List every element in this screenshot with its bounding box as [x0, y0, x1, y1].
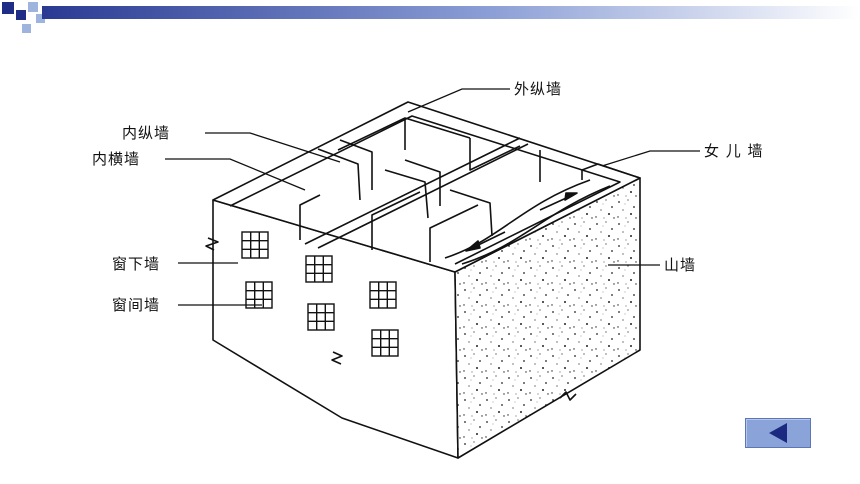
- leader-inner-transverse: [165, 158, 306, 191]
- window: [305, 255, 333, 283]
- roof-slope-line: [461, 185, 611, 265]
- slope-arrow-head: [564, 192, 578, 201]
- back-button[interactable]: [745, 418, 811, 448]
- header-square: [36, 14, 45, 23]
- break-mark: [559, 391, 577, 401]
- label-outer-longitudinal-wall: 外纵墙: [514, 80, 563, 98]
- header-decoration: [2, 2, 860, 33]
- label-inner-transverse-wall: 内横墙: [92, 150, 141, 168]
- inner-longitudinal-wall: [304, 137, 521, 245]
- header-gradient-bar: [42, 6, 860, 19]
- inner-transverse-wall: [384, 169, 429, 219]
- inner-transverse-wall: [404, 159, 441, 206]
- break-mark: [331, 351, 343, 365]
- inner-transverse-wall: [429, 204, 479, 262]
- header-square: [2, 2, 14, 14]
- leader-parapet: [601, 150, 700, 167]
- leader-outer-longitudinal: [407, 88, 510, 113]
- window: [369, 281, 397, 309]
- inner-transverse-wall: [449, 189, 493, 237]
- window: [371, 329, 399, 357]
- header-square: [22, 24, 31, 33]
- slope-arrow-head: [465, 240, 481, 252]
- room-edge: [469, 138, 521, 171]
- label-inner-longitudinal-wall: 内纵墙: [122, 124, 171, 142]
- window: [241, 231, 269, 259]
- header-square: [28, 2, 38, 12]
- window: [245, 281, 273, 309]
- label-below-window-wall: 窗下墙: [112, 255, 161, 273]
- leader-inner-longitudinal: [205, 132, 341, 163]
- roof-slope-line: [444, 179, 591, 259]
- inner-transverse-wall: [317, 148, 361, 201]
- inner-transverse-wall: [299, 194, 321, 240]
- outer-wall-inner-edge: [229, 115, 621, 265]
- label-gable-wall: 山墙: [664, 256, 697, 274]
- inner-longitudinal-wall: [317, 143, 529, 249]
- label-parapet-wall: 女 儿 墙: [704, 142, 764, 160]
- triangle-left-icon: [769, 423, 787, 443]
- inner-transverse-wall: [371, 191, 421, 250]
- label-between-window-wall: 窗间墙: [112, 296, 161, 314]
- break-mark: [205, 237, 219, 251]
- window: [307, 303, 335, 331]
- parapet-edge: [581, 163, 641, 179]
- header-square: [16, 10, 26, 20]
